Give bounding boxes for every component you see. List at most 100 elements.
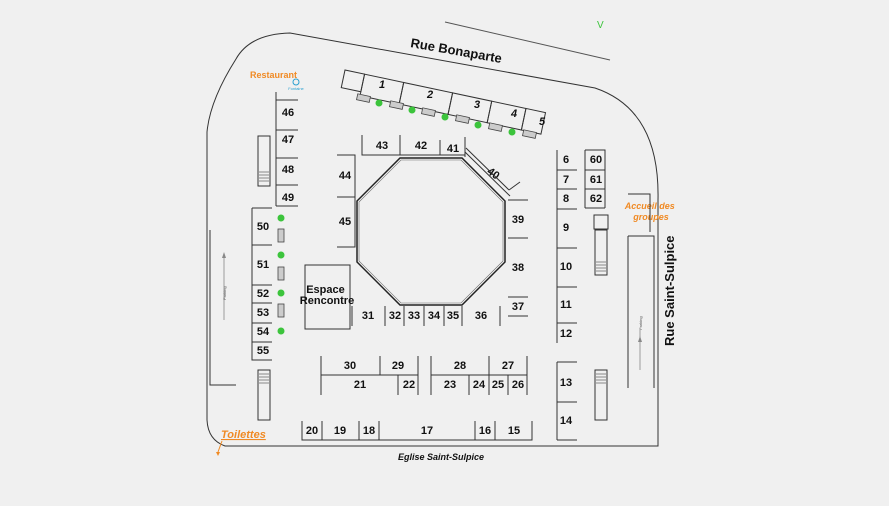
stall-30[interactable]: 30 — [344, 360, 356, 372]
stall-51[interactable]: 51 — [257, 259, 269, 271]
stall-32[interactable]: 32 — [389, 310, 401, 322]
stall-22[interactable]: 22 — [403, 379, 415, 391]
parking-label-right: Parking — [638, 316, 643, 330]
stall-5[interactable]: 5 — [539, 116, 546, 128]
stall-27[interactable]: 27 — [502, 360, 514, 372]
stall-16[interactable]: 16 — [479, 425, 491, 437]
stall-60[interactable]: 60 — [590, 154, 602, 166]
stall-43[interactable]: 43 — [376, 140, 388, 152]
stall-54[interactable]: 54 — [257, 326, 270, 338]
tree-icon — [508, 128, 516, 136]
stall-38[interactable]: 38 — [512, 262, 524, 274]
fountain-icon — [292, 78, 300, 86]
accueil-box — [628, 193, 651, 232]
stall-34[interactable]: 34 — [428, 310, 441, 322]
stall-23[interactable]: 23 — [444, 379, 456, 391]
toilettes-link[interactable]: Toilettes — [221, 429, 266, 441]
stall-53[interactable]: 53 — [257, 307, 269, 319]
stall-48[interactable]: 48 — [282, 164, 294, 176]
stall-1[interactable]: 1 — [379, 79, 385, 91]
stall-20[interactable]: 20 — [306, 425, 318, 437]
stall-2[interactable]: 2 — [426, 89, 433, 101]
stall-35[interactable]: 35 — [447, 310, 459, 322]
espace-rencontre-label[interactable]: Espace Rencontre — [300, 284, 354, 307]
tree-icon — [277, 289, 285, 297]
center-left-frame — [320, 356, 419, 395]
stall-12[interactable]: 12 — [560, 328, 572, 340]
tree-icon — [375, 99, 383, 107]
stall-13[interactable]: 13 — [560, 377, 572, 389]
square-outline — [206, 32, 659, 447]
inner-left-frame — [337, 154, 356, 248]
left-lower-booth — [257, 369, 271, 421]
stall-45[interactable]: 45 — [339, 216, 351, 228]
stall-39[interactable]: 39 — [512, 214, 524, 226]
stall-25[interactable]: 25 — [492, 379, 504, 391]
stall-17[interactable]: 17 — [421, 425, 433, 437]
tree-icon — [441, 113, 449, 121]
left-trees — [277, 214, 285, 335]
right-lower-booth — [594, 369, 608, 421]
stall-10[interactable]: 10 — [560, 261, 572, 273]
stall-24[interactable]: 24 — [473, 379, 486, 391]
fountain-label: Fontaine — [288, 86, 304, 91]
stall-6[interactable]: 6 — [563, 154, 569, 166]
stall-37[interactable]: 37 — [512, 301, 524, 313]
top-row-stalls — [340, 69, 547, 135]
vv-mark: V — [597, 20, 604, 31]
toilettes-arrow — [217, 440, 223, 453]
stall-50[interactable]: 50 — [257, 221, 269, 233]
parking-label-left: Parking — [222, 286, 227, 300]
stall-47[interactable]: 47 — [282, 134, 294, 146]
stall-26[interactable]: 26 — [512, 379, 524, 391]
stall-52[interactable]: 52 — [257, 288, 269, 300]
right-booth-grill — [596, 261, 606, 272]
right-pair-frame — [584, 149, 606, 209]
stall-28[interactable]: 28 — [454, 360, 466, 372]
stall-21[interactable]: 21 — [354, 379, 366, 391]
stall-36[interactable]: 36 — [475, 310, 487, 322]
left-benches — [277, 228, 285, 318]
stall-46[interactable]: 46 — [282, 107, 294, 119]
stall-31[interactable]: 31 — [362, 310, 374, 322]
stall-8[interactable]: 8 — [563, 193, 569, 205]
parking-arrowhead-right — [638, 336, 642, 342]
stall-19[interactable]: 19 — [334, 425, 346, 437]
stall-11[interactable]: 11 — [560, 299, 572, 311]
central-octagon-inner — [358, 159, 504, 304]
stall-55[interactable]: 55 — [257, 345, 269, 357]
top-benches — [356, 93, 537, 139]
stall-7[interactable]: 7 — [563, 174, 569, 186]
street-line — [444, 21, 611, 61]
tree-icon — [277, 327, 285, 335]
restaurant-label[interactable]: Restaurant — [250, 70, 297, 80]
stall-33[interactable]: 33 — [408, 310, 420, 322]
left-lower-frame — [251, 207, 272, 361]
stall-61[interactable]: 61 — [590, 174, 602, 186]
tree-icon — [277, 214, 285, 222]
stall-41[interactable]: 41 — [447, 143, 459, 155]
stall-18[interactable]: 18 — [363, 425, 375, 437]
stall-15[interactable]: 15 — [508, 425, 520, 437]
street-rue-bonaparte: Rue Bonaparte — [409, 35, 503, 66]
inner-top-frame — [361, 135, 466, 157]
toilettes-arrowhead — [216, 452, 220, 456]
street-rue-saint-sulpice: Rue Saint-Sulpice — [662, 235, 677, 346]
stall-42[interactable]: 42 — [415, 140, 427, 152]
inner-bottom-frame — [351, 306, 501, 326]
stall-29[interactable]: 29 — [392, 360, 404, 372]
stall-44[interactable]: 44 — [339, 170, 352, 182]
espace-rencontre-box — [304, 264, 351, 330]
left-parking — [209, 230, 236, 386]
right-kiosk — [593, 214, 609, 230]
stall-62[interactable]: 62 — [590, 193, 602, 205]
left-col-frame — [275, 92, 298, 207]
stall-14[interactable]: 14 — [560, 415, 573, 427]
parking-arrowhead — [222, 252, 226, 258]
stall-9[interactable]: 9 — [563, 222, 569, 234]
top-trees — [375, 99, 516, 136]
stall-49[interactable]: 49 — [282, 192, 294, 204]
stall-3[interactable]: 3 — [474, 99, 480, 111]
stall-4[interactable]: 4 — [510, 108, 517, 120]
